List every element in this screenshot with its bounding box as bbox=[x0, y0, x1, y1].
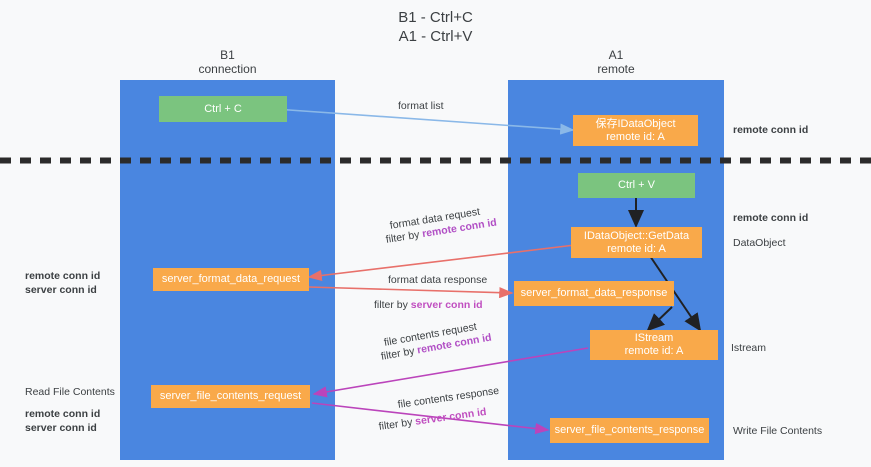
column-header-a1: A1 remote bbox=[508, 48, 724, 76]
annotation-write-file-contents-text: Write File Contents bbox=[733, 425, 823, 437]
node-save-idataobject-line1: 保存IDataObject bbox=[595, 117, 676, 130]
node-istream-line1: IStream bbox=[634, 332, 674, 344]
column-header-b1: B1 connection bbox=[120, 48, 335, 76]
node-ctrl-v-label: Ctrl + V bbox=[618, 179, 655, 191]
annotation-data-object-text: DataObject bbox=[733, 237, 786, 249]
column-header-b1-name: B1 bbox=[220, 48, 235, 62]
node-server-file-contents-response-label: server_file_contents_response bbox=[554, 424, 705, 436]
annotation-remote-conn-id-mid-text: remote conn id bbox=[733, 212, 809, 224]
annotation-istream-text: Istream bbox=[731, 342, 767, 354]
annotation-write-file-contents: Write File Contents bbox=[733, 424, 822, 438]
column-header-a1-role: remote bbox=[597, 62, 635, 76]
edge-label-format-list-text: format list bbox=[398, 100, 444, 112]
node-server-file-contents-response[interactable]: server_file_contents_response bbox=[550, 418, 709, 443]
server-conn-id-2: server conn id bbox=[414, 405, 488, 428]
edge-label-format-data-response: format data response bbox=[388, 274, 487, 287]
node-server-format-data-response-label: server_format_data_response bbox=[520, 287, 668, 299]
annotation-remote-conn-id-top: remote conn id bbox=[733, 123, 808, 137]
node-server-format-data-request-label: server_format_data_request bbox=[161, 273, 301, 285]
node-server-format-data-request[interactable]: server_format_data_request bbox=[153, 268, 309, 291]
annotation-left-remote-conn-id: remote conn id bbox=[25, 269, 100, 283]
annotation-read-file-contents: Read File Contents bbox=[25, 385, 115, 399]
annotation-left-server-conn-id-text: server conn id bbox=[25, 284, 97, 296]
arrow-format-data-response bbox=[308, 286, 514, 299]
node-idataobject-getdata[interactable]: IDataObject::GetData remote id: A bbox=[571, 227, 702, 258]
title-line-2: A1 - Ctrl+V bbox=[398, 28, 473, 45]
node-save-idataobject-line2: remote id: A bbox=[606, 130, 665, 143]
node-server-file-contents-request[interactable]: server_file_contents_request bbox=[151, 385, 310, 408]
annotation-read-file-contents-text: Read File Contents bbox=[25, 386, 115, 398]
annotation-remote-conn-id-mid: remote conn id bbox=[733, 211, 808, 225]
annotation-remote-conn-id-top-text: remote conn id bbox=[733, 124, 809, 136]
annotation-left-remote-conn-id-text: remote conn id bbox=[25, 270, 101, 282]
node-save-idataobject[interactable]: 保存IDataObject remote id: A bbox=[573, 115, 698, 146]
node-ctrl-c[interactable]: Ctrl + C bbox=[159, 96, 287, 122]
annotation-left-remote-conn-id-2-text: remote conn id bbox=[25, 408, 101, 420]
annotation-istream: Istream bbox=[731, 341, 766, 355]
server-conn-id-1: server conn id bbox=[410, 299, 483, 311]
annotation-left-server-conn-id: server conn id bbox=[25, 283, 97, 297]
node-istream-line2: remote id: A bbox=[624, 345, 684, 357]
node-istream[interactable]: IStream remote id: A bbox=[590, 330, 718, 360]
column-header-b1-role: connection bbox=[198, 62, 257, 76]
edge-label-format-list: format list bbox=[398, 100, 444, 113]
node-ctrl-c-label: Ctrl + C bbox=[204, 102, 242, 115]
annotation-left-remote-conn-id-2: remote conn id bbox=[25, 407, 100, 421]
filter-prefix-4: filter by bbox=[378, 415, 417, 433]
column-header-a1-name: A1 bbox=[608, 48, 624, 62]
node-server-format-data-response[interactable]: server_format_data_response bbox=[514, 281, 674, 306]
filter-prefix-2: filter by bbox=[374, 299, 411, 311]
annotation-left-server-conn-id-2: server conn id bbox=[25, 421, 97, 435]
node-getdata-line1: IDataObject::GetData bbox=[583, 229, 690, 242]
node-ctrl-v[interactable]: Ctrl + V bbox=[578, 173, 695, 198]
title-line-1: B1 - Ctrl+C bbox=[398, 9, 473, 26]
edge-label-filter-server-conn-id-2: filter by server conn id bbox=[378, 406, 487, 434]
diagram-title: B1 - Ctrl+C A1 - Ctrl+V bbox=[0, 8, 871, 46]
node-getdata-line2: remote id: A bbox=[607, 242, 666, 255]
edge-label-filter-server-conn-id-1: filter by server conn id bbox=[374, 299, 483, 312]
annotation-data-object: DataObject bbox=[733, 236, 786, 250]
node-server-file-contents-request-label: server_file_contents_request bbox=[159, 390, 302, 402]
annotation-left-server-conn-id-2-text: server conn id bbox=[25, 422, 97, 434]
edge-label-format-data-response-text: format data response bbox=[388, 274, 488, 286]
